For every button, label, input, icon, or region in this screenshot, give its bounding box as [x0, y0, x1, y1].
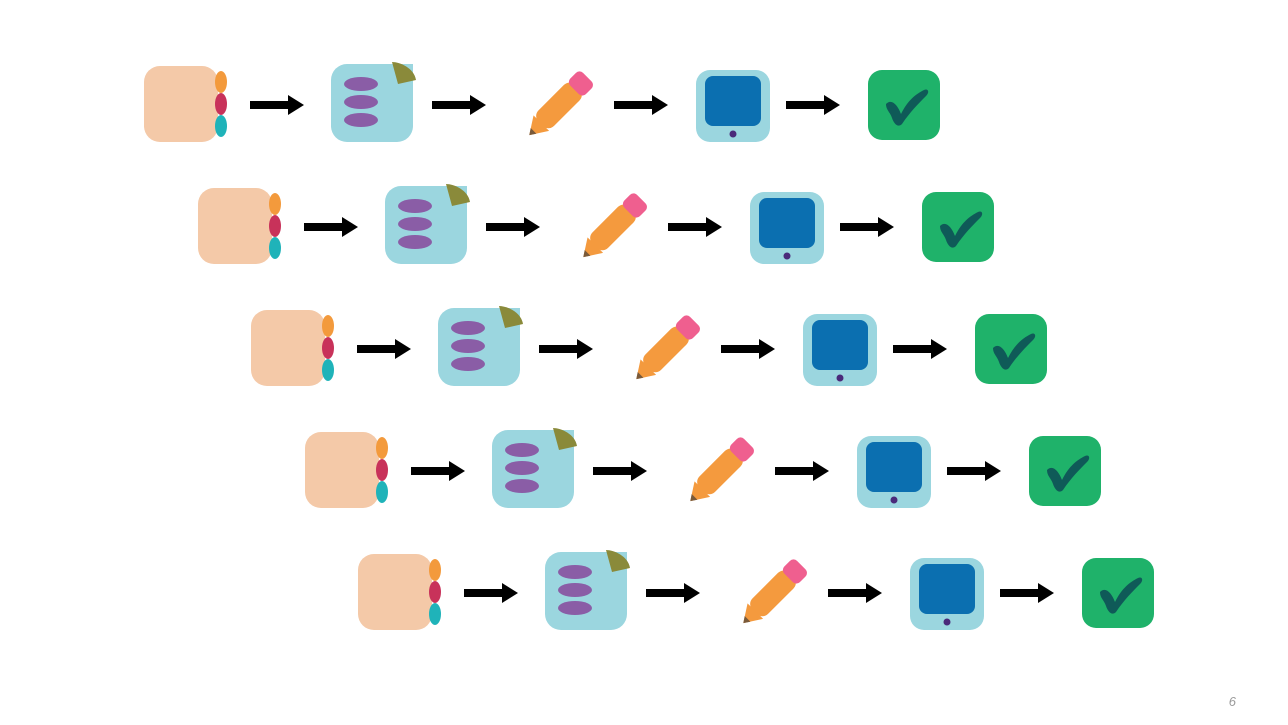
- arrow-right-icon: [464, 581, 520, 610]
- arrow-right-icon: [357, 337, 413, 366]
- document-icon: [435, 304, 525, 395]
- tablet-icon: [906, 554, 988, 639]
- arrow-right-icon: [721, 337, 777, 366]
- pencil-icon: [621, 306, 711, 395]
- folder-icon: [142, 62, 234, 151]
- arrow-right-icon: [539, 337, 595, 366]
- arrow-right-icon: [592, 459, 649, 488]
- arrow-right-icon: [828, 581, 884, 610]
- arrow-right-icon: [432, 93, 488, 122]
- arrow-right-icon: [646, 581, 702, 610]
- document-icon: [328, 60, 418, 151]
- arrow-right-icon: [667, 215, 724, 244]
- flow-row: [249, 304, 1069, 394]
- folder-icon: [356, 550, 448, 639]
- folder-icon: [249, 306, 341, 395]
- flow-row: [142, 60, 962, 150]
- tablet-icon: [692, 66, 774, 151]
- folder-icon: [196, 184, 288, 273]
- folder-icon: [303, 428, 395, 517]
- checkmark-icon: [1078, 554, 1158, 637]
- arrow-right-icon: [946, 459, 1003, 488]
- document-icon: [489, 426, 579, 517]
- checkmark-icon: [971, 310, 1051, 393]
- pencil-icon: [514, 62, 604, 151]
- tablet-icon: [799, 310, 881, 395]
- page-number: 6: [1228, 694, 1236, 709]
- arrow-right-icon: [250, 93, 306, 122]
- checkmark-icon: [1025, 432, 1105, 515]
- checkmark-icon: [864, 66, 944, 149]
- document-icon: [542, 548, 632, 639]
- arrow-right-icon: [839, 215, 896, 244]
- arrow-right-icon: [786, 93, 842, 122]
- flow-row: [356, 548, 1176, 638]
- arrow-right-icon: [774, 459, 831, 488]
- document-icon: [382, 182, 472, 273]
- arrow-right-icon: [893, 337, 949, 366]
- arrow-right-icon: [485, 215, 542, 244]
- checkmark-icon: [918, 188, 998, 271]
- pencil-icon: [675, 428, 765, 517]
- arrow-right-icon: [410, 459, 467, 488]
- flow-row: [196, 182, 1016, 272]
- flow-row: [303, 426, 1123, 516]
- tablet-icon: [853, 432, 935, 517]
- pencil-icon: [568, 184, 658, 273]
- arrow-right-icon: [1000, 581, 1056, 610]
- arrow-right-icon: [614, 93, 670, 122]
- tablet-icon: [746, 188, 828, 273]
- arrow-right-icon: [303, 215, 360, 244]
- pencil-icon: [728, 550, 818, 639]
